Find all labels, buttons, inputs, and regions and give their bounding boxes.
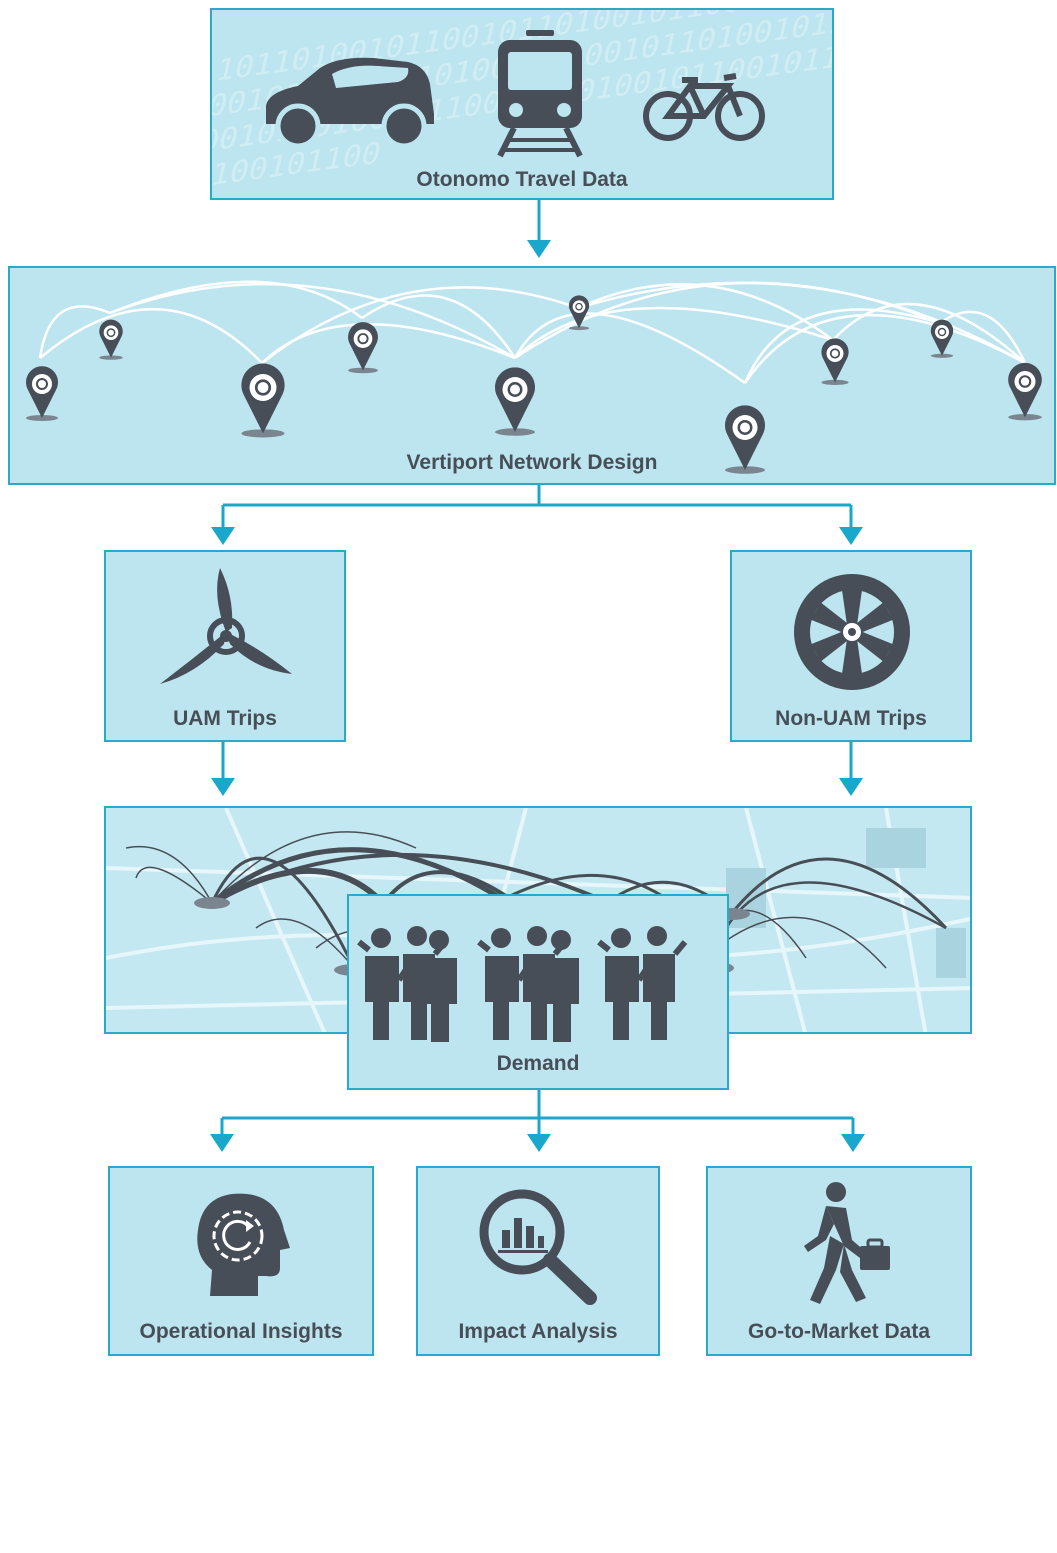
train-icon	[497, 30, 583, 158]
arrow-head	[839, 527, 863, 545]
travel-data-box: 1011010010110010110100101100101101001011…	[210, 8, 834, 200]
car-icon	[266, 57, 434, 146]
uam-trips-box: UAM Trips	[104, 550, 346, 742]
impact-label: Impact Analysis	[458, 1320, 618, 1343]
arrow-head	[210, 1134, 234, 1152]
map-pin-icon	[241, 363, 285, 438]
arrow-head	[527, 1134, 551, 1152]
map-pin-icon	[495, 367, 535, 436]
insights-label: Operational Insights	[139, 1320, 343, 1343]
arrow-head	[211, 778, 235, 796]
businessman-walking-icon	[804, 1182, 890, 1304]
map-pin-icon	[930, 319, 954, 358]
wheel-icon	[794, 574, 910, 690]
arrow-head	[841, 1134, 865, 1152]
arrow-head	[527, 240, 551, 258]
map-pin-icon	[725, 405, 765, 474]
map-pin-icon	[99, 319, 123, 360]
demand-label: Demand	[496, 1052, 580, 1075]
brain-gear-icon	[197, 1193, 290, 1296]
arrow-head	[839, 778, 863, 796]
non-uam-trips-box: Non-UAM Trips	[730, 550, 972, 742]
non-uam-trips-label: Non-UAM Trips	[775, 707, 927, 730]
crowd-icon	[357, 926, 688, 1042]
insights-box: Operational Insights	[108, 1166, 374, 1356]
map-pin-icon	[821, 338, 849, 385]
bicycle-icon	[643, 73, 765, 141]
go-to-market-label: Go-to-Market Data	[747, 1320, 931, 1343]
map-pin-icon	[568, 295, 590, 331]
arrow-head	[211, 527, 235, 545]
demand-box: Demand	[347, 894, 729, 1090]
uam-trips-label: UAM Trips	[173, 707, 277, 730]
magnifier-chart-icon	[479, 1189, 597, 1305]
vertiport-box: Vertiport Network Design	[8, 266, 1056, 485]
vertiport-network-svg	[38, 280, 1027, 385]
map-pin-icon	[348, 322, 378, 374]
vertiport-label: Vertiport Network Design	[406, 451, 658, 474]
network-arcs	[38, 280, 1027, 385]
propeller-icon	[160, 568, 292, 684]
map-pin-icon	[1008, 362, 1042, 421]
impact-box: Impact Analysis	[416, 1166, 660, 1356]
go-to-market-box: Go-to-Market Data	[706, 1166, 972, 1356]
map-pin-icon	[25, 366, 58, 421]
travel-data-label: Otonomo Travel Data	[416, 168, 628, 191]
